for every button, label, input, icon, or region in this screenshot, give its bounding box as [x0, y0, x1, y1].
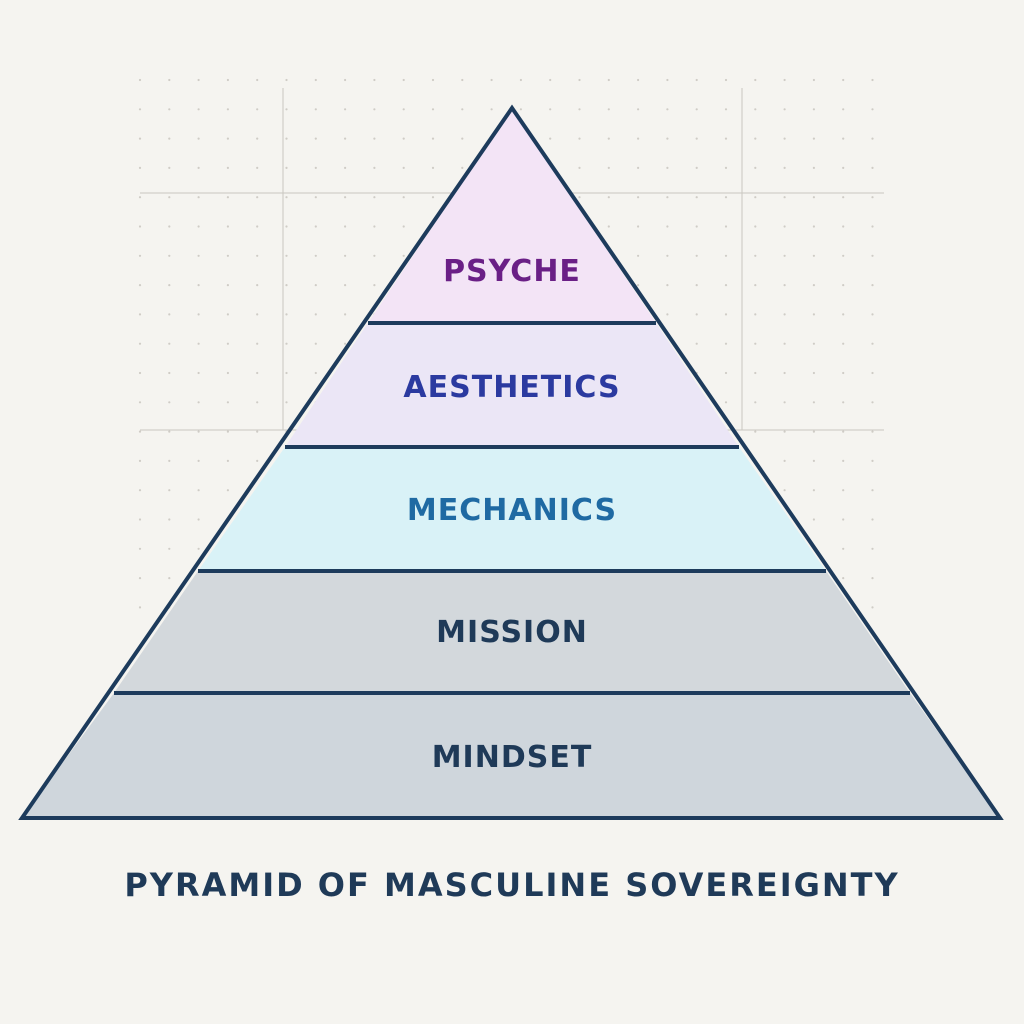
tier-aesthetics-shape: [285, 323, 739, 447]
diagram-title: PYRAMID OF MASCULINE SOVEREIGNTY: [124, 866, 900, 904]
tier-psyche-shape: [368, 108, 656, 323]
tier-mechanics-shape: [198, 447, 826, 571]
tier-label-mission: MISSION: [436, 615, 588, 650]
tier-label-psyche: PSYCHE: [443, 254, 581, 289]
tier-mission-shape: [114, 571, 910, 693]
tier-label-mindset: MINDSET: [431, 740, 593, 775]
pyramid-outline: [18, 104, 1004, 820]
tier-label-mechanics: MECHANICS: [406, 493, 618, 528]
tier-label-aesthetics: AESTHETICS: [403, 370, 621, 405]
tier-mindset-shape: [22, 693, 1000, 818]
